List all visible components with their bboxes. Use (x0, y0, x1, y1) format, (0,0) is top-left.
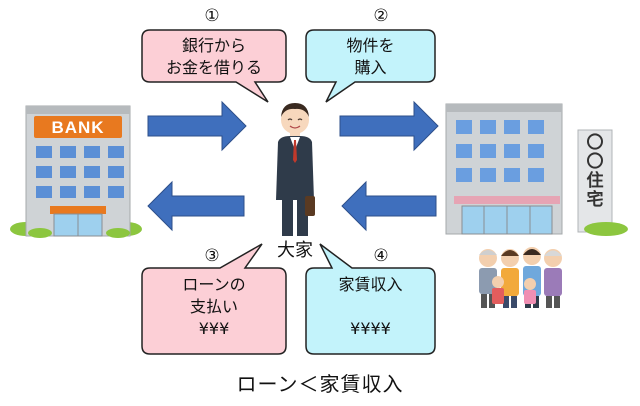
owner-person-icon (276, 103, 315, 240)
step-2-number: ② (373, 6, 389, 26)
step-4-number: ④ (373, 246, 389, 266)
bubble-1 (141, 29, 287, 103)
step-3-number: ③ (204, 246, 220, 266)
arrow-bank-to-owner (147, 100, 247, 152)
bank-building-icon (10, 105, 142, 238)
arrow-owner-to-bank (147, 180, 245, 232)
building-sign-char: 宅 (586, 190, 604, 210)
bubble-4-text: 家賃収入 ¥¥¥¥ (338, 275, 403, 338)
building-sign-char: 〇 (586, 152, 604, 172)
arrow-owner-to-building (339, 100, 439, 152)
building-sign: 〇 〇 住 宅 (582, 134, 608, 210)
building-sign-char: 住 (586, 171, 604, 191)
caption: ローン＜家賃収入 (236, 372, 404, 396)
building-sign-char: 〇 (586, 133, 604, 153)
bubble-2-text: 物件を 購入 (346, 36, 395, 77)
bubble-3 (141, 243, 287, 355)
bubble-4 (305, 243, 436, 355)
apartment-building-icon (445, 103, 628, 236)
owner-label: 大家 (272, 236, 318, 262)
bank-sign-text: BANK (51, 118, 104, 137)
arrow-building-to-owner (341, 180, 437, 232)
step-1-number: ① (204, 6, 220, 26)
bubble-3-text: ローンの 支払い ¥¥¥ (182, 275, 246, 338)
bubble-2 (305, 29, 436, 103)
family-group-icon (479, 247, 562, 308)
bubble-1-text: 銀行から お金を借りる (165, 36, 262, 77)
